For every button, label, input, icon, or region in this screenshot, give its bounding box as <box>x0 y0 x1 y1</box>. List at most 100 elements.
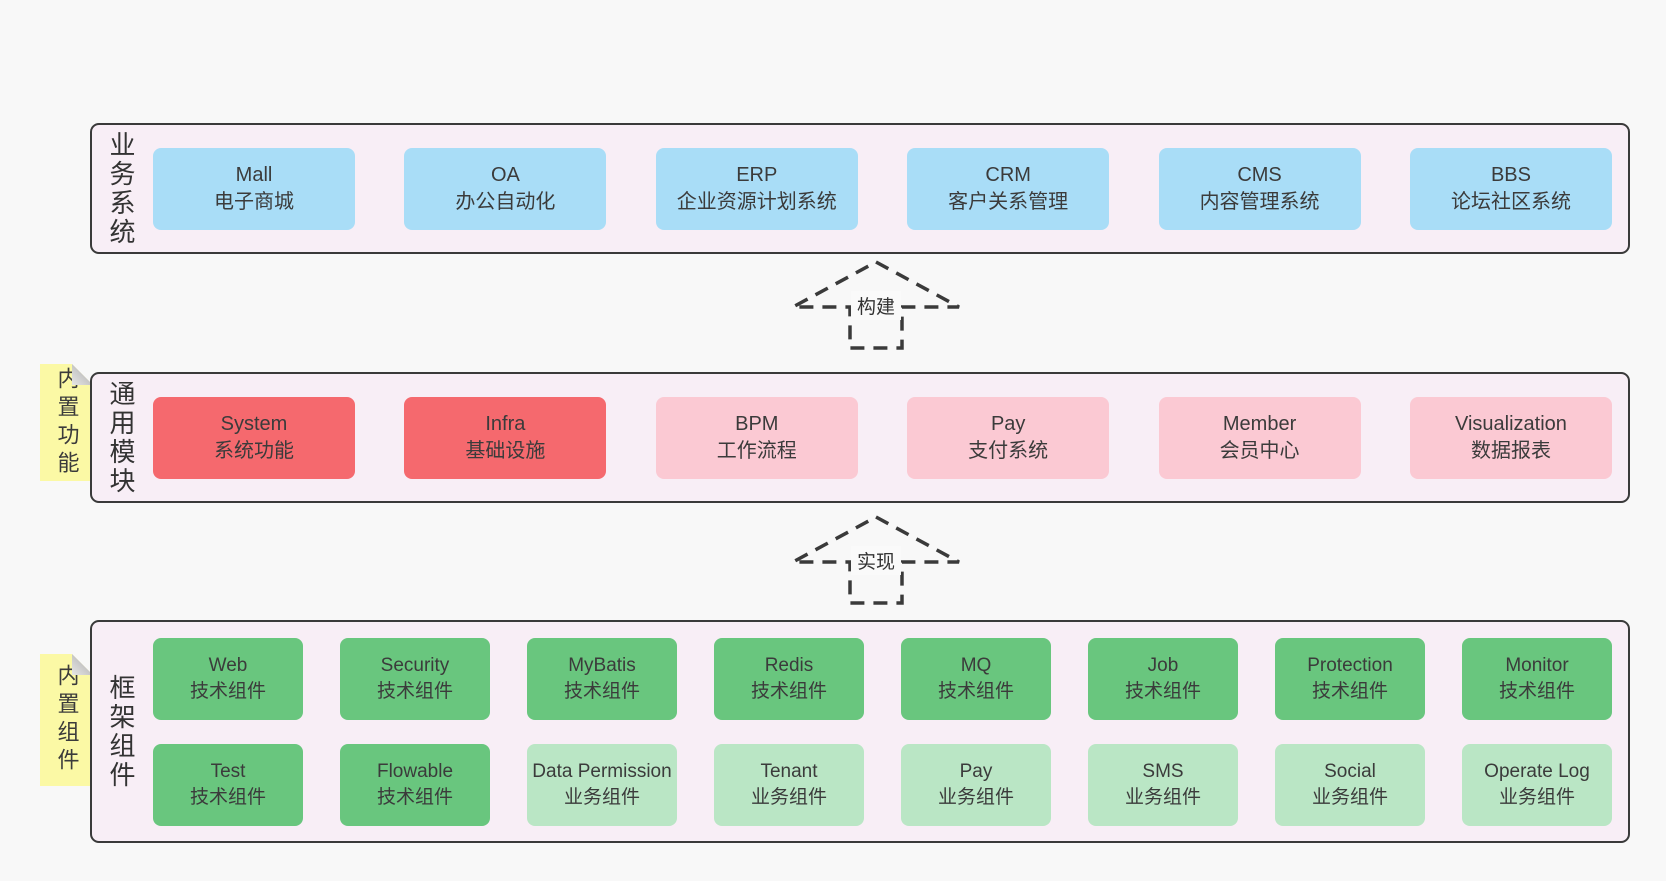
box-data-permission: Data Permission 业务组件 <box>527 743 677 826</box>
band-common-modules: 通用模块 System 系统功能 Infra 基础设施 BPM 工作流程 Pay… <box>90 372 1630 503</box>
box-subtitle: 技术组件 <box>750 680 827 702</box>
box-title: Visualization <box>1454 412 1567 435</box>
box-subtitle: 内容管理系统 <box>1199 190 1320 213</box>
box-subtitle: 业务组件 <box>1498 786 1575 808</box>
box-title: BBS <box>1490 163 1531 186</box>
band-components-label: 框架组件 <box>106 673 136 790</box>
box-title: Web <box>208 654 248 676</box>
build-arrow: 构建 <box>790 259 962 351</box>
box-title: Tenant <box>760 760 818 782</box>
build-arrow-label: 构建 <box>850 291 902 320</box>
box-subtitle: 技术组件 <box>1124 680 1201 702</box>
box-subtitle: 企业资源计划系统 <box>676 190 837 213</box>
box-subtitle: 数据报表 <box>1470 439 1551 462</box>
box-subtitle: 办公自动化 <box>455 190 556 213</box>
box-subtitle: 支付系统 <box>968 439 1049 462</box>
sticky-label: 内置组件 <box>54 664 80 776</box>
box-title: Test <box>210 760 246 782</box>
band-business-content: Mall 电子商城 OA 办公自动化 ERP 企业资源计划系统 CRM 客户关系… <box>137 125 1628 252</box>
box-subtitle: 业务组件 <box>750 786 827 808</box>
box-mq: MQ 技术组件 <box>901 637 1051 720</box>
box-title: Flowable <box>376 760 454 782</box>
box-monitor: Monitor 技术组件 <box>1462 637 1612 720</box>
box-cms: CMS 内容管理系统 <box>1158 147 1361 230</box>
box-title: Data Permission <box>532 760 672 782</box>
box-title: Redis <box>764 654 814 676</box>
box-job: Job 技术组件 <box>1088 637 1238 720</box>
band-modules-content: System 系统功能 Infra 基础设施 BPM 工作流程 Pay 支付系统… <box>137 374 1628 501</box>
dashed-up-arrow-icon <box>792 260 960 350</box>
sticky-label: 内置功能 <box>54 366 80 479</box>
band-components-content: Web 技术组件 Security 技术组件 MyBatis 技术组件 Redi… <box>137 622 1628 841</box>
sticky-built-in-features: 内置功能 <box>40 364 93 481</box>
box-mall: Mall 电子商城 <box>153 147 355 230</box>
box-subtitle: 会员中心 <box>1219 439 1300 462</box>
box-sms: SMS 业务组件 <box>1088 743 1238 826</box>
box-infra: Infra 基础设施 <box>404 396 607 479</box>
box-subtitle: 电子商城 <box>214 190 294 213</box>
box-bpm: BPM 工作流程 <box>655 396 858 479</box>
box-subtitle: 技术组件 <box>563 680 640 702</box>
implement-arrow-label: 实现 <box>850 546 902 575</box>
box-title: OA <box>490 163 520 186</box>
box-subtitle: 业务组件 <box>937 786 1014 808</box>
box-title: Operate Log <box>1484 760 1590 782</box>
box-subtitle: 技术组件 <box>376 680 453 702</box>
box-title: Pay <box>959 760 993 782</box>
box-title: Mall <box>235 163 273 186</box>
box-tenant: Tenant 业务组件 <box>714 743 864 826</box>
box-title: Member <box>1222 412 1297 435</box>
box-subtitle: 业务组件 <box>1311 786 1388 808</box>
box-title: Job <box>1147 654 1179 676</box>
band-framework-components: 框架组件 Web 技术组件 Security 技术组件 MyBatis 技术组件… <box>90 620 1630 843</box>
box-system: System 系统功能 <box>153 396 355 479</box>
box-social: Social 业务组件 <box>1275 743 1425 826</box>
implement-arrow: 实现 <box>790 514 962 606</box>
box-bbs: BBS 论坛社区系统 <box>1409 147 1612 230</box>
box-web: Web 技术组件 <box>153 637 303 720</box>
box-subtitle: 业务组件 <box>563 786 640 808</box>
box-subtitle: 技术组件 <box>1311 680 1388 702</box>
band-business-label: 业务系统 <box>106 130 136 247</box>
box-member: Member 会员中心 <box>1158 396 1361 479</box>
box-security: Security 技术组件 <box>340 637 490 720</box>
box-flowable: Flowable 技术组件 <box>340 743 490 826</box>
box-title: SMS <box>1142 760 1184 782</box>
box-title: CRM <box>985 163 1031 186</box>
box-erp: ERP 企业资源计划系统 <box>655 147 858 230</box>
box-subtitle: 工作流程 <box>716 439 797 462</box>
box-pay-component: Pay 业务组件 <box>901 743 1051 826</box>
box-title: Protection <box>1307 654 1393 676</box>
components-row-1: Web 技术组件 Security 技术组件 MyBatis 技术组件 Redi… <box>153 637 1612 720</box>
box-test: Test 技术组件 <box>153 743 303 826</box>
box-title: Pay <box>990 412 1026 435</box>
box-title: Monitor <box>1505 654 1569 676</box>
box-title: Infra <box>485 412 526 435</box>
box-title: MQ <box>960 654 992 676</box>
box-subtitle: 技术组件 <box>937 680 1014 702</box>
box-subtitle: 技术组件 <box>189 786 266 808</box>
box-protection: Protection 技术组件 <box>1275 637 1425 720</box>
box-oa: OA 办公自动化 <box>404 147 607 230</box>
dashed-up-arrow-icon <box>792 515 960 605</box>
sticky-built-in-components: 内置组件 <box>40 654 93 786</box>
box-title: BPM <box>735 412 779 435</box>
box-title: MyBatis <box>568 654 636 676</box>
box-redis: Redis 技术组件 <box>714 637 864 720</box>
box-subtitle: 客户关系管理 <box>948 190 1069 213</box>
box-subtitle: 系统功能 <box>214 439 294 462</box>
box-pay-system: Pay 支付系统 <box>907 396 1110 479</box>
box-title: CMS <box>1237 163 1282 186</box>
box-title: ERP <box>736 163 778 186</box>
box-title: System <box>220 412 288 435</box>
box-subtitle: 基础设施 <box>465 439 546 462</box>
box-subtitle: 论坛社区系统 <box>1450 190 1571 213</box>
band-modules-label: 通用模块 <box>106 379 136 496</box>
box-subtitle: 技术组件 <box>189 680 266 702</box>
band-business-systems: 业务系统 Mall 电子商城 OA 办公自动化 ERP 企业资源计划系统 CRM… <box>90 123 1630 254</box>
box-crm: CRM 客户关系管理 <box>907 147 1110 230</box>
box-mybatis: MyBatis 技术组件 <box>527 637 677 720</box>
components-row-2: Test 技术组件 Flowable 技术组件 Data Permission … <box>153 743 1612 826</box>
box-visualization: Visualization 数据报表 <box>1409 396 1612 479</box>
box-title: Security <box>380 654 450 676</box>
